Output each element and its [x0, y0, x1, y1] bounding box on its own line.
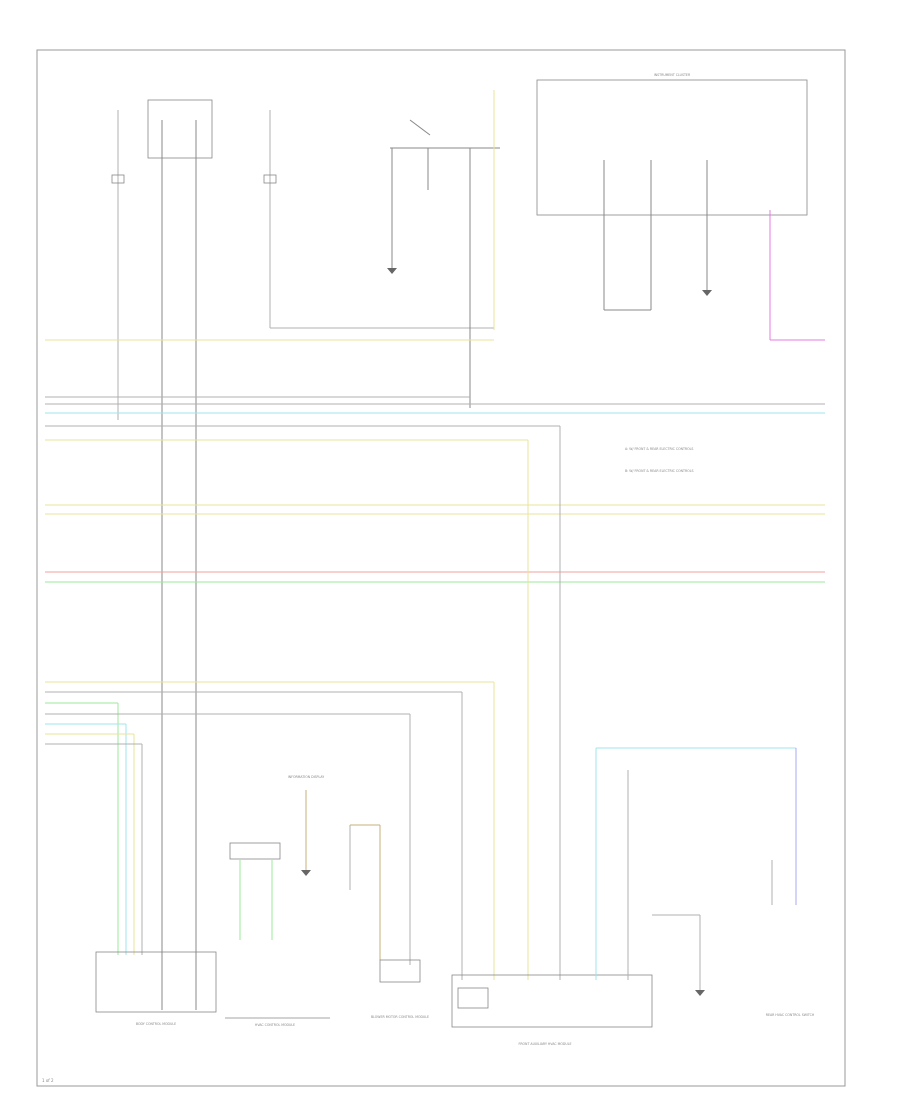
- legend: A: W/ FRONT & REAR ELECTRIC CONTROLS B: …: [625, 447, 694, 473]
- rear-hvac-switch-label: REAR HVAC CONTROL SWITCH: [766, 1013, 815, 1017]
- diagram-frame: [36, 49, 846, 1087]
- blower-control: BLOWER MOTOR CONTROL MODULE: [349, 824, 429, 1019]
- legend-item-a: A: W/ FRONT & REAR ELECTRIC CONTROLS: [625, 447, 693, 451]
- front-auxiliary-module: FRONT AUXILIARY HVAC MODULE: [451, 747, 797, 1046]
- lower-left-bundle: BODY CONTROL MODULE: [45, 681, 495, 1026]
- body-control-module-label: BODY CONTROL MODULE: [136, 1022, 176, 1026]
- instrument-cluster-label: INSTRUMENT CLUSTER: [654, 73, 691, 77]
- front-auxiliary-label: FRONT AUXILIARY HVAC MODULE: [519, 1042, 572, 1046]
- info-display-label: INFORMATION DISPLAY: [288, 775, 324, 779]
- connector-box: [147, 99, 213, 159]
- blower-control-label: BLOWER MOTOR CONTROL MODULE: [371, 1015, 429, 1019]
- legend-item-b: B: W/ FRONT & REAR ELECTRIC CONTROLS: [625, 469, 694, 473]
- hvac-control-label: HVAC CONTROL MODULE: [255, 1023, 295, 1027]
- hvac-control: HVAC CONTROL MODULE INFORMATION DISPLAY: [225, 775, 330, 1027]
- top-middle-switch: [387, 90, 500, 408]
- front-auxiliary-box: [451, 974, 653, 1028]
- body-control-module-box: [95, 951, 217, 1013]
- page-label: 1 of 2: [42, 1078, 54, 1083]
- top-left-components: [111, 99, 494, 1010]
- instrument-cluster: INSTRUMENT CLUSTER: [536, 73, 825, 341]
- blower-control-box: [379, 959, 421, 983]
- instrument-cluster-box: [536, 79, 808, 216]
- bus-wires: [45, 339, 825, 980]
